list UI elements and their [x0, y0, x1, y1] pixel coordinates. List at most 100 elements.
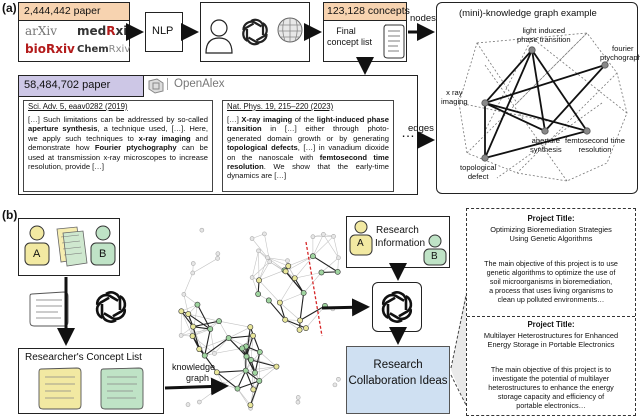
kg-bold-edge	[228, 337, 247, 357]
researchers-illustration	[24, 225, 116, 267]
preprint-papers-box: 2,444,442 paper arXiv medRxiv bioRxiv Ch…	[18, 2, 135, 62]
kg-network-node	[207, 326, 214, 332]
paper2-abstract-run-5: topological defects	[227, 143, 298, 153]
kg-node-femto-l1: femtosecond time	[565, 136, 625, 145]
kg-bold-edge	[216, 370, 246, 373]
kg-network-node	[285, 258, 290, 263]
paper1-abstract: […] Such limitations can be addressed by…	[28, 115, 208, 171]
chemrxiv-logo-rxiv: Rxiv	[108, 44, 131, 55]
kg-node-light-induced-l1: light induced	[522, 26, 566, 35]
kg-bold-edge	[268, 300, 286, 321]
kg-node-femto-l2: resolution	[578, 144, 612, 154]
concepts-count: 123,128 concepts	[327, 5, 410, 17]
kg-faint-edge	[321, 257, 339, 273]
paper1-abstract-run-4: and demonstrate how	[28, 133, 209, 153]
yellow-scroll-icon	[38, 367, 82, 410]
biorxiv-logo-bio: bio	[25, 42, 46, 56]
kg-bold-edge	[192, 326, 200, 350]
paper2-abstract-run-0: […]	[227, 115, 242, 124]
paper2-ref: Nat. Phys. 19, 215–220 (2023)	[227, 102, 334, 111]
kg-faint-edge	[259, 366, 277, 382]
kg-bold-edge	[299, 305, 326, 321]
kg-bold-edge	[284, 319, 307, 329]
research-info-line2: Information	[375, 238, 426, 249]
concept-scroll-icon	[29, 291, 69, 327]
kg-network-node	[255, 291, 262, 297]
kg-bold-edge	[249, 326, 261, 353]
kg-faint-edge	[279, 278, 295, 303]
kg-dotted-edges	[458, 32, 628, 182]
kg-network-node	[220, 382, 226, 387]
kg-network-node	[276, 299, 283, 306]
green-scroll-icon	[100, 367, 144, 410]
nlp-box: NLP	[145, 12, 183, 52]
person-a-icon	[24, 225, 50, 266]
openai-icon	[242, 18, 268, 46]
kg-network-node	[310, 234, 316, 240]
kg-network-node	[295, 399, 301, 405]
knowledge-graph-network	[178, 227, 341, 411]
kg-faint-edge	[228, 326, 251, 339]
paper2-abstract-run-2: of the	[292, 115, 317, 124]
research-info-line1: Research	[376, 225, 419, 236]
kg-network-node	[234, 385, 241, 392]
kg-network-node	[296, 326, 303, 333]
kg-network-node	[243, 353, 250, 360]
paper2-abstract-run-6: , […] in vanadium dioxide on the nanosca…	[227, 143, 389, 162]
kg-network-node	[239, 345, 246, 352]
kg-faint-edge	[181, 311, 193, 337]
kg-node-xray-l2: imaging	[441, 96, 468, 106]
kg-faint-edge	[258, 270, 285, 281]
kg-network-node	[248, 357, 254, 363]
wikipedia-globe-icon	[277, 17, 303, 43]
panel-a-label: (a)	[2, 1, 17, 15]
kg-network-node	[265, 297, 272, 304]
research-info-person-a: A	[357, 238, 364, 249]
chemrxiv-logo: ChemRxiv	[77, 44, 130, 55]
biorxiv-logo-r: R	[45, 42, 56, 56]
openalex-count: 58,484,702 paper	[24, 79, 111, 91]
person-b-small-icon	[423, 234, 447, 266]
openalex-papers-box: 58,484,702 paper OpenAlex Sci. Adv. 5, e…	[18, 75, 418, 195]
project1-body-l4: a process that uses living organisms to	[489, 286, 613, 295]
project1-card: Project Title: Optimizing Bioremediation…	[467, 209, 635, 317]
project2-body-l1: The main objective of this project is to	[490, 365, 612, 374]
openai-icon-center	[381, 291, 413, 323]
kg-network-node	[178, 333, 184, 338]
project1-body-l3: soil microorganisms in bioremediation,	[489, 277, 613, 286]
kg-network-node	[250, 332, 256, 339]
panel-b-label: (b)	[2, 208, 18, 222]
nodes-label: nodes	[410, 13, 436, 24]
paper2-abstract: […] X-ray imaging of the light-induced p…	[227, 115, 389, 181]
person-b-label: B	[99, 248, 107, 260]
kg-network-node	[310, 253, 316, 260]
project1-name-l2: Using Genetic Algorithms	[509, 234, 593, 243]
llm-center-box	[372, 282, 422, 332]
kg-title: (mini)-knowledge graph example	[459, 8, 597, 19]
kg-bold-edge	[192, 320, 220, 328]
kg-network-node	[216, 318, 222, 325]
openalex-logo-icon	[145, 77, 167, 95]
researcher-concept-list-box: Researcher's Concept List	[18, 348, 164, 414]
kg-network-node	[252, 369, 258, 376]
llm-wiki-box	[200, 2, 310, 62]
kg-faint-edge	[192, 326, 205, 356]
collab-line1: Research	[373, 359, 423, 371]
kg-faint-edge	[218, 320, 251, 328]
kg-network-node	[262, 231, 267, 237]
kg-network-node	[178, 308, 185, 315]
kg-faint-edge	[214, 348, 243, 354]
project1-body-l5: clean up polluted environments…	[497, 295, 605, 304]
kg-network-node	[215, 251, 221, 257]
kg-network-node	[190, 270, 196, 276]
paper1-abstract-run-0: […] Such limitations can be addressed by…	[28, 115, 208, 124]
kg-network-node	[201, 352, 208, 359]
paper2-abstract-run-3: light-induced phase transition	[227, 115, 389, 134]
project-ideas-panel: Project Title: Optimizing Bioremediation…	[466, 208, 636, 416]
concept-list-scrolls	[38, 367, 144, 410]
kg-network-node	[247, 324, 254, 331]
